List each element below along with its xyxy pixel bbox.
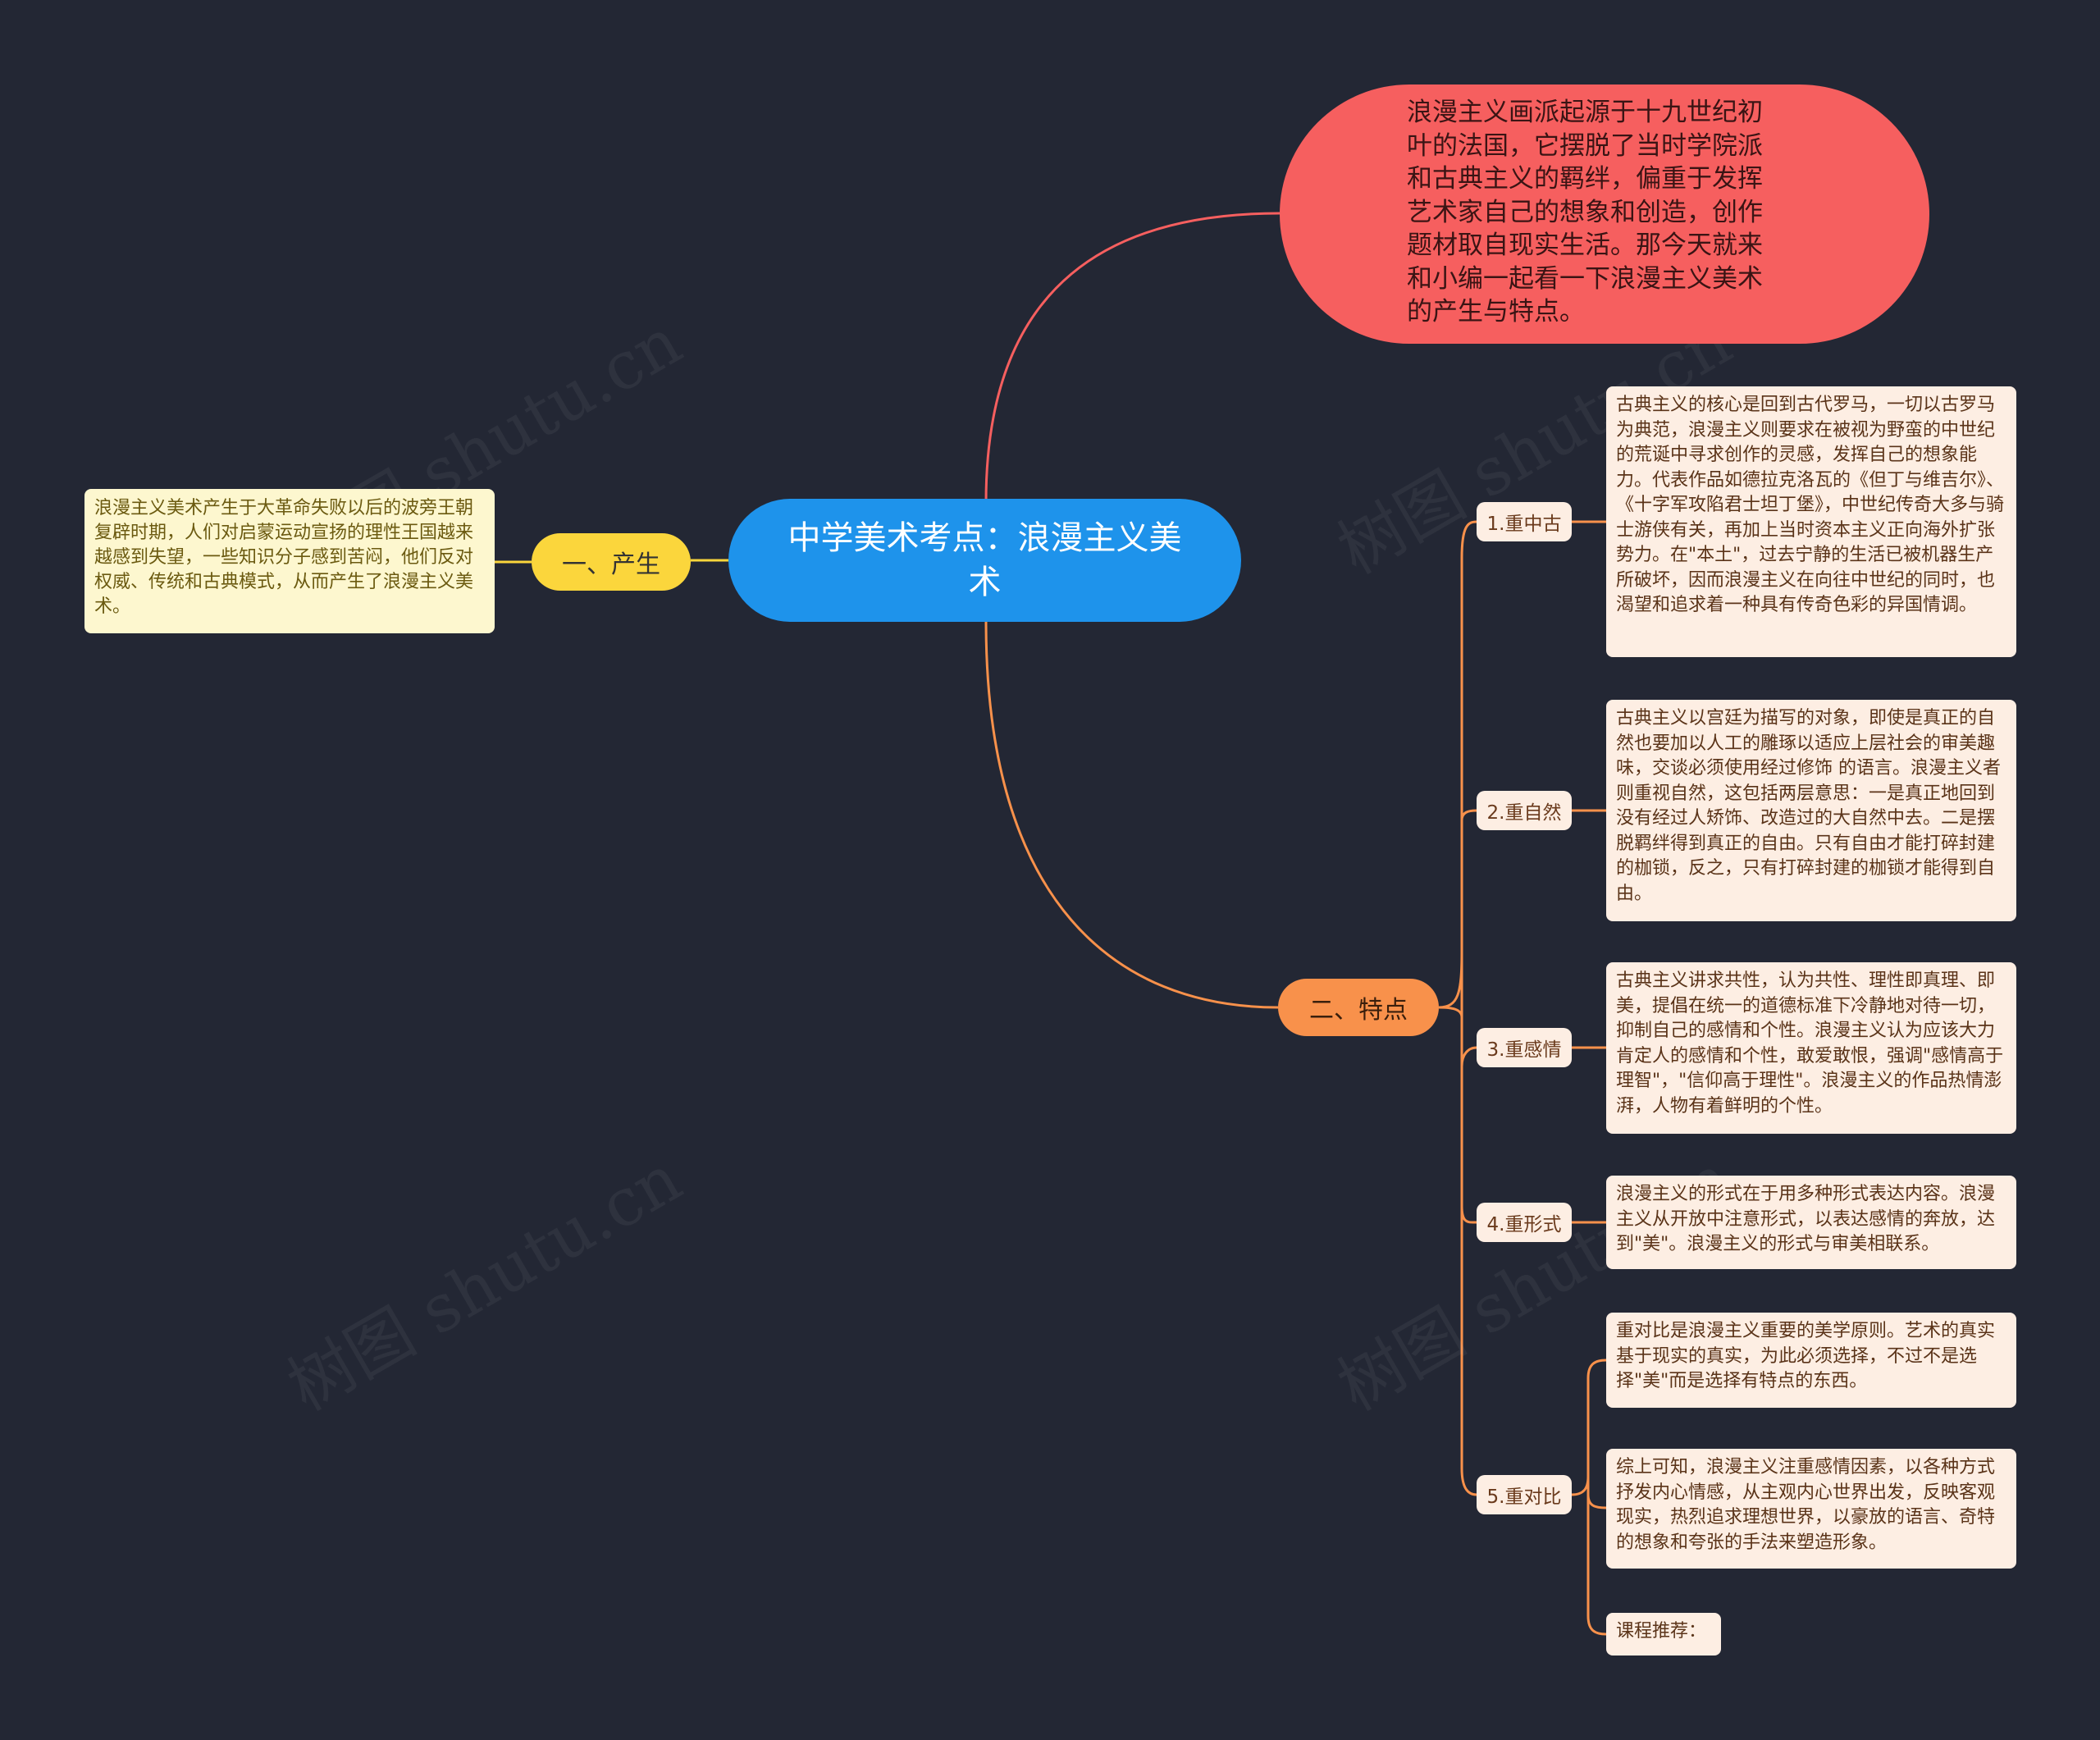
detail-form[interactable]: 浪漫主义的形式在于用多种形式表达内容。浪漫主义从开放中注意形式，以表达感情的奔放… xyxy=(1606,1176,2016,1269)
detail-contrast-summary[interactable]: 综上可知，浪漫主义注重感情因素，以各种方式抒发内心情感，从主观内心世界出发，反映… xyxy=(1606,1449,2016,1569)
link-central-branch2 xyxy=(984,621,1279,1009)
sub-nature[interactable]: 2.重自然 xyxy=(1477,791,1572,830)
link-sub5-leaves xyxy=(1571,1359,1607,1636)
intro-node[interactable]: 浪漫主义画派起源于十九世纪初叶的法国，它摆脱了当时学院派和古典主义的羁绊，偏重于… xyxy=(1280,84,1929,344)
link-central-intro xyxy=(984,212,1281,503)
detail-course-recommendation[interactable]: 课程推荐： xyxy=(1606,1613,1721,1656)
detail-medieval[interactable]: 古典主义的核心是回到古代罗马，一切以古罗马为典范，浪漫主义则要求在被视为野蛮的中… xyxy=(1606,386,2016,657)
branch-features[interactable]: 二、特点 xyxy=(1278,979,1439,1036)
origin-detail[interactable]: 浪漫主义美术产生于大革命失败以后的波旁王朝复辟时期，人们对启蒙运动宣扬的理性王国… xyxy=(84,489,495,633)
link-branch2-subs xyxy=(1438,520,1477,1496)
branch-origin[interactable]: 一、产生 xyxy=(532,533,691,591)
sub-contrast[interactable]: 5.重对比 xyxy=(1477,1475,1572,1514)
detail-nature[interactable]: 古典主义以宫廷为描写的对象，即使是真正的自然也要加以人工的雕琢以适应上层社会的审… xyxy=(1606,700,2016,921)
detail-emotion[interactable]: 古典主义讲求共性，认为共性、理性即真理、即美，提倡在统一的道德标准下冷静地对待一… xyxy=(1606,962,2016,1134)
central-topic[interactable]: 中学美术考点：浪漫主义美术 xyxy=(728,499,1241,622)
detail-contrast-principle[interactable]: 重对比是浪漫主义重要的美学原则。艺术的真实基于现实的真实，为此必须选择，不过不是… xyxy=(1606,1313,2016,1408)
sub-medieval[interactable]: 1.重中古 xyxy=(1477,502,1572,541)
sub-form[interactable]: 4.重形式 xyxy=(1477,1203,1572,1242)
sub-emotion[interactable]: 3.重感情 xyxy=(1477,1028,1572,1067)
